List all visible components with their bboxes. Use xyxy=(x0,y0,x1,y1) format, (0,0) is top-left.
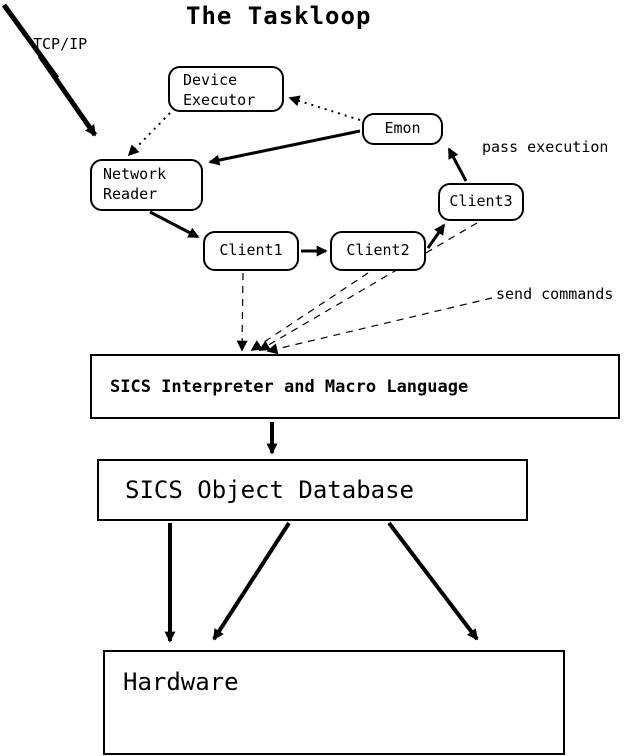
pass-execution-label: pass execution xyxy=(482,138,609,156)
send-commands-label: send commands xyxy=(496,285,614,303)
arrow-emon-to-device-executor xyxy=(288,95,361,121)
box-sics-interpreter: SICS Interpreter and Macro Language xyxy=(90,354,620,419)
node-client2: Client2 xyxy=(330,231,426,271)
box-sics-interpreter-label: SICS Interpreter and Macro Language xyxy=(110,376,469,397)
node-device-executor: Device Executor xyxy=(168,66,284,112)
node-emon: Emon xyxy=(362,113,443,145)
arrow-network-reader-to-client1 xyxy=(149,210,200,239)
node-client2-label: Client2 xyxy=(346,241,410,260)
box-hardware: Hardware xyxy=(103,650,565,755)
node-network-reader-line1: Network xyxy=(103,165,167,183)
arrow-emon-to-network-reader xyxy=(208,129,361,166)
arrow-client2-to-client3 xyxy=(426,223,446,249)
tcpip-bolt-arrow xyxy=(37,54,98,137)
node-client1-label: Client1 xyxy=(219,241,283,260)
node-client1: Client1 xyxy=(203,231,299,271)
node-client3: Client3 xyxy=(438,183,524,221)
node-network-reader-line2: Reader xyxy=(103,184,158,203)
arrow-send-commands-to-interpreter xyxy=(266,297,493,355)
node-device-executor-line2: Executor xyxy=(183,90,256,109)
tcpip-label: TCP/IP xyxy=(33,35,88,53)
arrow-client3-to-emon-pass-execution xyxy=(447,147,468,182)
arrow-device-executor-to-network-reader xyxy=(127,112,171,157)
arrow-client3-to-interpreter xyxy=(258,222,478,351)
arrow-database-to-hardware-right xyxy=(387,521,479,641)
arrow-database-to-hardware-middle xyxy=(212,521,291,641)
node-client3-label: Client3 xyxy=(449,192,513,211)
box-sics-object-database-label: SICS Object Database xyxy=(125,476,414,504)
node-emon-label: Emon xyxy=(384,119,421,138)
box-sics-object-database: SICS Object Database xyxy=(97,459,528,521)
box-hardware-label: Hardware xyxy=(123,668,239,696)
node-device-executor-line1: Device xyxy=(183,71,238,89)
node-network-reader: Network Reader xyxy=(90,159,203,211)
diagram-title: The Taskloop xyxy=(186,2,372,30)
arrow-client2-to-interpreter xyxy=(250,272,369,351)
arrow-client1-to-interpreter xyxy=(236,272,248,352)
